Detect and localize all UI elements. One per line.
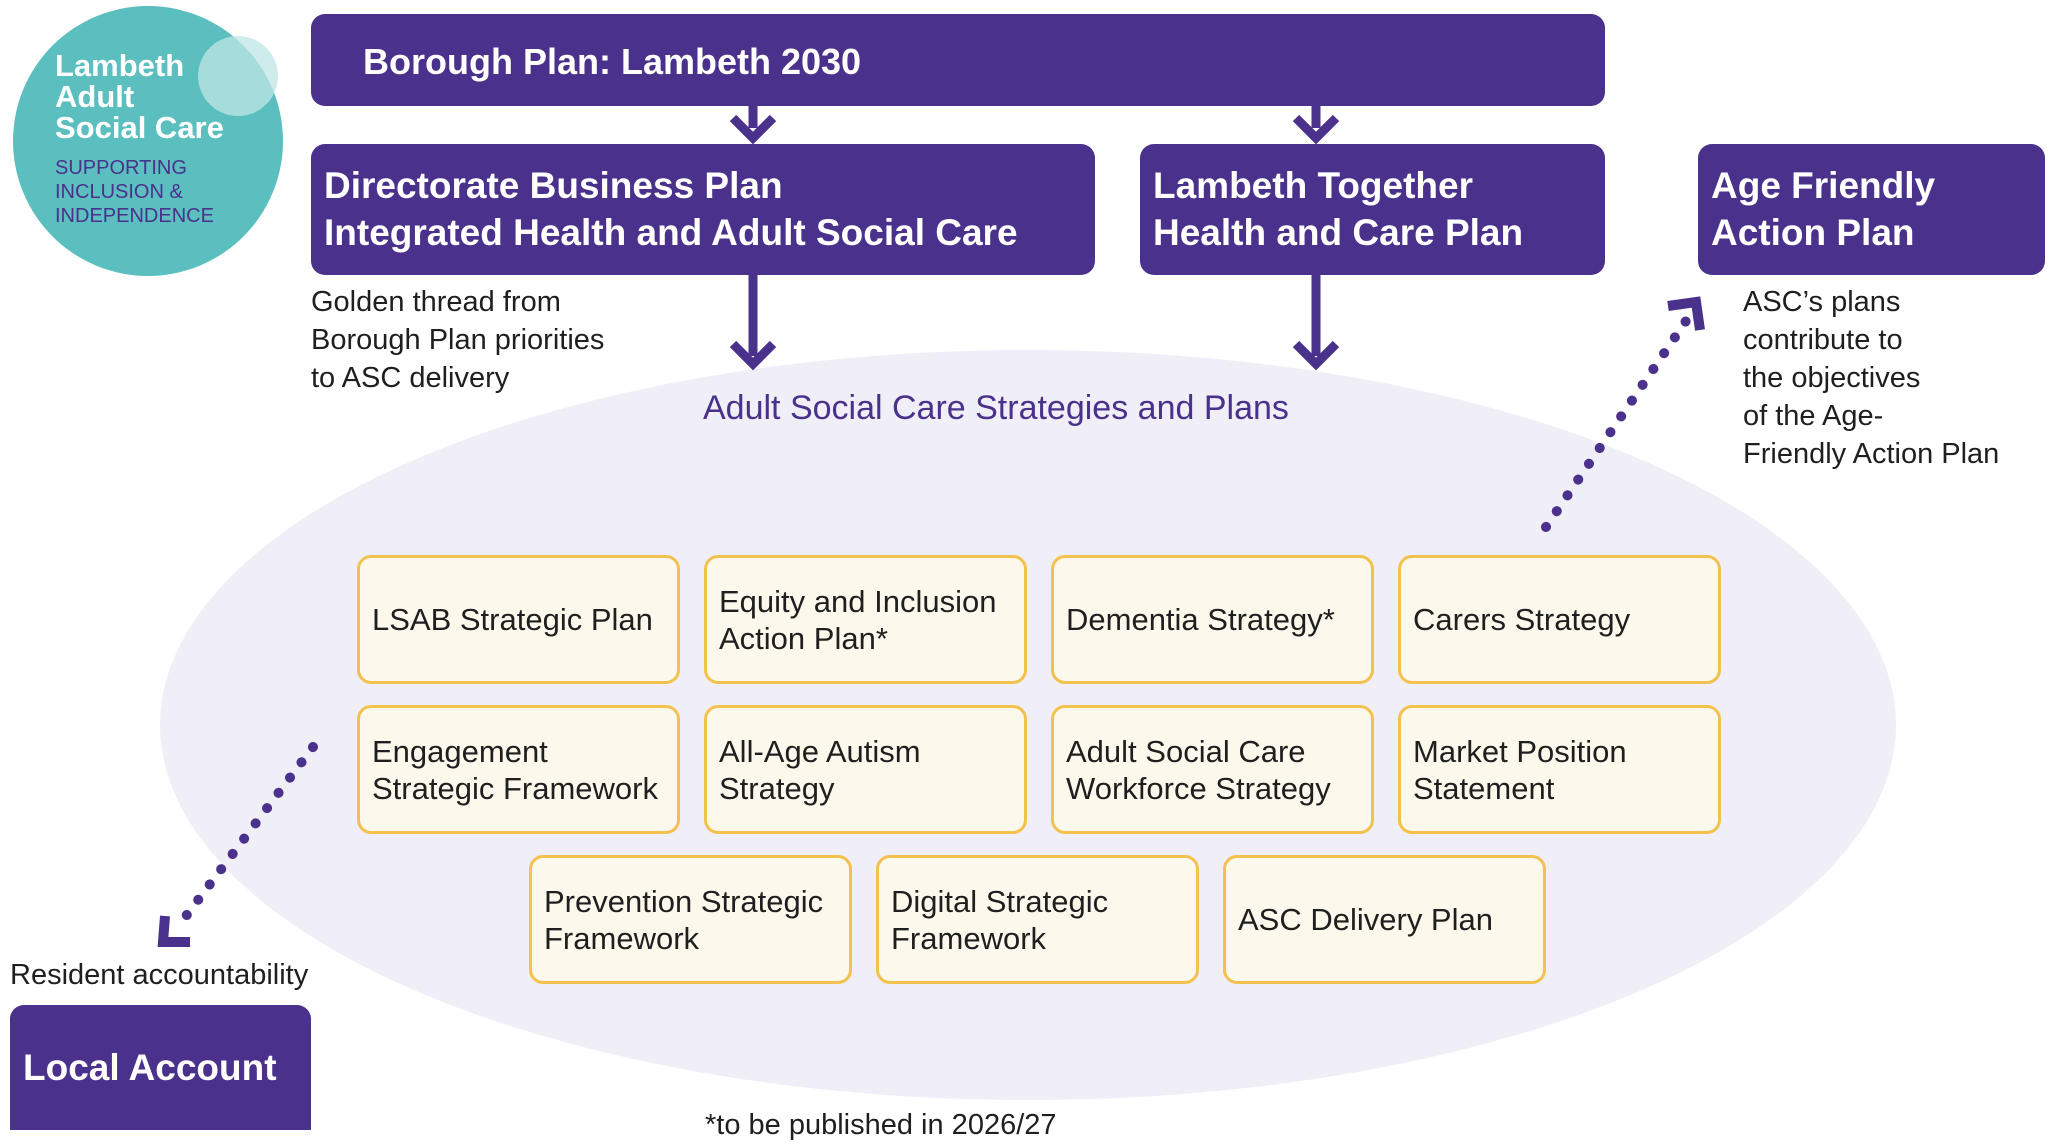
plan-card: Adult Social Care Workforce Strategy bbox=[1051, 705, 1374, 834]
arrow-lambeth-together-to-strategies bbox=[1292, 275, 1340, 371]
plan-card-line: Framework bbox=[544, 920, 700, 956]
lambeth-logo-graphic bbox=[13, 6, 283, 276]
plan-card-line: ASC Delivery Plan bbox=[1238, 902, 1493, 937]
plan-card: Dementia Strategy* bbox=[1051, 555, 1374, 684]
plan-card: LSAB Strategic Plan bbox=[357, 555, 680, 684]
age-friendly-note-line: the objectives bbox=[1743, 362, 1921, 394]
golden-thread-line: Borough Plan priorities bbox=[311, 324, 605, 356]
borough-plan-box: Borough Plan: Lambeth 2030 bbox=[311, 14, 1605, 106]
plan-card-line: Framework bbox=[891, 920, 1047, 956]
plan-card: Equity and Inclusion Action Plan* bbox=[704, 555, 1027, 684]
plan-card-line: All-Age Autism bbox=[719, 733, 921, 769]
plan-card: Engagement Strategic Framework bbox=[357, 705, 680, 834]
golden-thread-note: Golden thread from Borough Plan prioriti… bbox=[311, 283, 604, 397]
age-friendly-note-line: of the Age- bbox=[1743, 400, 1884, 432]
plan-card-line: Digital Strategic bbox=[891, 883, 1109, 919]
plan-card-line: Statement bbox=[1413, 770, 1555, 806]
plan-card-line: Adult Social Care bbox=[1066, 733, 1306, 769]
plan-card-line: Strategy bbox=[719, 770, 835, 806]
plan-card-line: Strategic Framework bbox=[372, 770, 658, 806]
arrow-directorate-to-strategies bbox=[729, 275, 777, 371]
plan-card-line: Action Plan* bbox=[719, 620, 888, 656]
plan-card-line: Prevention Strategic bbox=[544, 883, 824, 919]
logo-tagline-line: INCLUSION & bbox=[55, 181, 183, 203]
borough-plan-label: Borough Plan: Lambeth 2030 bbox=[363, 41, 862, 82]
dotted-arrow-to-local-account bbox=[157, 742, 318, 947]
directorate-plan-line: Directorate Business Plan bbox=[324, 165, 783, 206]
strategies-title: Adult Social Care Strategies and Plans bbox=[703, 389, 1289, 427]
lambeth-together-line: Health and Care Plan bbox=[1153, 212, 1524, 253]
lambeth-together-box: Lambeth Together Health and Care Plan bbox=[1140, 144, 1605, 275]
resident-accountability-note: Resident accountability bbox=[10, 959, 309, 991]
plan-card: Market Position Statement bbox=[1398, 705, 1721, 834]
directorate-plan-line: Integrated Health and Adult Social Care bbox=[324, 212, 1018, 253]
logo-title: Lambeth Adult Social Care bbox=[55, 50, 295, 143]
age-friendly-note-line: Friendly Action Plan bbox=[1743, 438, 2000, 470]
age-friendly-box: Age Friendly Action Plan bbox=[1698, 144, 2045, 275]
plan-card: Prevention Strategic Framework bbox=[529, 855, 852, 984]
dotted-arrow-to-age-friendly bbox=[1541, 296, 1705, 532]
plan-card: Digital Strategic Framework bbox=[876, 855, 1199, 984]
age-friendly-note: ASC’s plans contribute to the objectives… bbox=[1743, 283, 1999, 473]
logo-title-line: Social Care bbox=[55, 110, 224, 145]
plan-card-line: LSAB Strategic Plan bbox=[372, 602, 653, 637]
logo-tagline: SUPPORTING INCLUSION & INDEPENDENCE bbox=[55, 156, 295, 228]
golden-thread-line: to ASC delivery bbox=[311, 362, 510, 394]
arrow-borough-to-directorate bbox=[729, 105, 777, 145]
golden-thread-line: Golden thread from bbox=[311, 286, 561, 318]
logo-title-line: Lambeth bbox=[55, 48, 185, 83]
age-friendly-note-line: contribute to bbox=[1743, 324, 1903, 356]
local-account-box: Local Account bbox=[10, 1005, 311, 1130]
plan-card-line: Equity and Inclusion bbox=[719, 583, 997, 619]
plan-card-line: Market Position bbox=[1413, 733, 1627, 769]
arrow-borough-to-lambeth-together bbox=[1292, 105, 1340, 145]
plan-card-line: Workforce Strategy bbox=[1066, 770, 1331, 806]
plan-card: Carers Strategy bbox=[1398, 555, 1721, 684]
logo-tagline-line: INDEPENDENCE bbox=[55, 205, 214, 227]
plan-card-line: Engagement bbox=[372, 733, 548, 769]
plan-card-line: Carers Strategy bbox=[1413, 602, 1631, 637]
footnote: *to be published in 2026/27 bbox=[705, 1109, 1057, 1141]
age-friendly-line: Action Plan bbox=[1711, 212, 1915, 253]
lambeth-logo: Lambeth Adult Social Care SUPPORTING INC… bbox=[55, 50, 295, 228]
directorate-plan-box: Directorate Business Plan Integrated Hea… bbox=[311, 144, 1095, 275]
logo-tagline-line: SUPPORTING bbox=[55, 157, 187, 179]
age-friendly-line: Age Friendly bbox=[1711, 165, 1936, 206]
local-account-label: Local Account bbox=[23, 1047, 277, 1088]
plan-card: All-Age Autism Strategy bbox=[704, 705, 1027, 834]
logo-title-line: Adult bbox=[55, 79, 135, 114]
age-friendly-note-line: ASC’s plans bbox=[1743, 286, 1901, 318]
plan-card: ASC Delivery Plan bbox=[1223, 855, 1546, 984]
plan-card-line: Dementia Strategy* bbox=[1066, 602, 1335, 637]
lambeth-together-line: Lambeth Together bbox=[1153, 165, 1473, 206]
